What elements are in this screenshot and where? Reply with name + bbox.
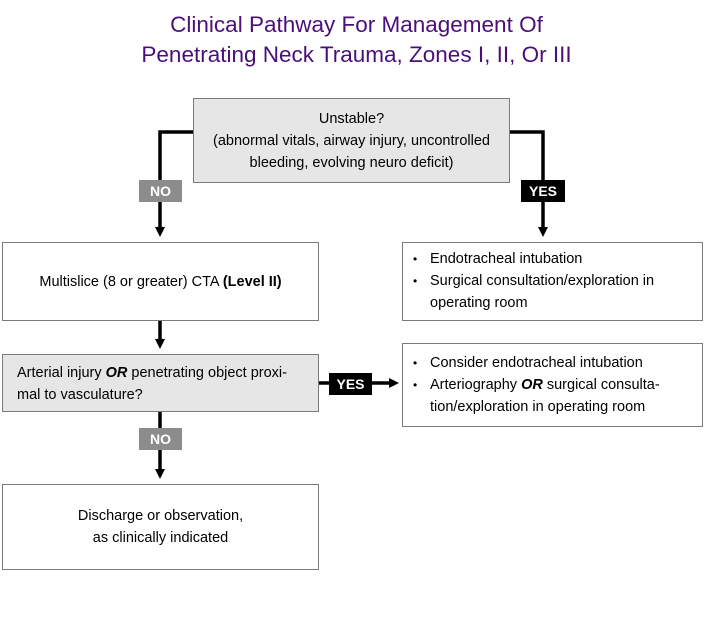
yes-badge-unstable: YES xyxy=(521,180,565,202)
arterial-yes-actions-list: Consider endotracheal intubation Arterio… xyxy=(403,344,702,418)
unstable-criteria-line-2: bleeding, evolving neuro deficit) xyxy=(249,154,454,171)
unstable-question: Unstable? xyxy=(318,110,385,127)
unstable-decision-box: Unstable? (abnormal vitals, airway injur… xyxy=(193,98,510,183)
list-item: Arteriography OR surgical consulta-tion/… xyxy=(413,374,694,418)
cta-text: Multislice (8 or greater) CTA (Level II) xyxy=(39,273,282,290)
unstable-yes-actions-list: Endotracheal intubation Surgical consult… xyxy=(403,243,702,314)
discharge-box: Discharge or observation, as clinically … xyxy=(2,484,319,570)
arterial-question: Arterial injury OR penetrating object pr… xyxy=(17,365,287,403)
cta-box: Multislice (8 or greater) CTA (Level II) xyxy=(2,242,319,321)
arterial-yes-actions-box: Consider endotracheal intubation Arterio… xyxy=(402,343,703,427)
unstable-criteria-line-1: (abnormal vitals, airway injury, uncontr… xyxy=(213,132,490,149)
cta-level: (Level II) xyxy=(222,273,282,290)
arterial-decision-box: Arterial injury OR penetrating object pr… xyxy=(2,354,319,412)
page-title-line-2: Penetrating Neck Trauma, Zones I, II, Or… xyxy=(141,42,572,67)
list-item: Surgical consultation/exploration in ope… xyxy=(413,270,694,314)
no-badge-unstable: NO xyxy=(139,180,182,202)
list-item: Endotracheal intubation xyxy=(413,248,694,270)
unstable-yes-actions-box: Endotracheal intubation Surgical consult… xyxy=(402,242,703,321)
discharge-line-2: as clinically indicated xyxy=(92,530,229,546)
page-title-line-1: Clinical Pathway For Management Of xyxy=(170,12,543,37)
no-badge-arterial: NO xyxy=(139,428,182,450)
discharge-line-1: Discharge or observation, xyxy=(77,508,244,524)
yes-badge-arterial: YES xyxy=(329,373,372,395)
list-item: Consider endotracheal intubation xyxy=(413,352,694,374)
